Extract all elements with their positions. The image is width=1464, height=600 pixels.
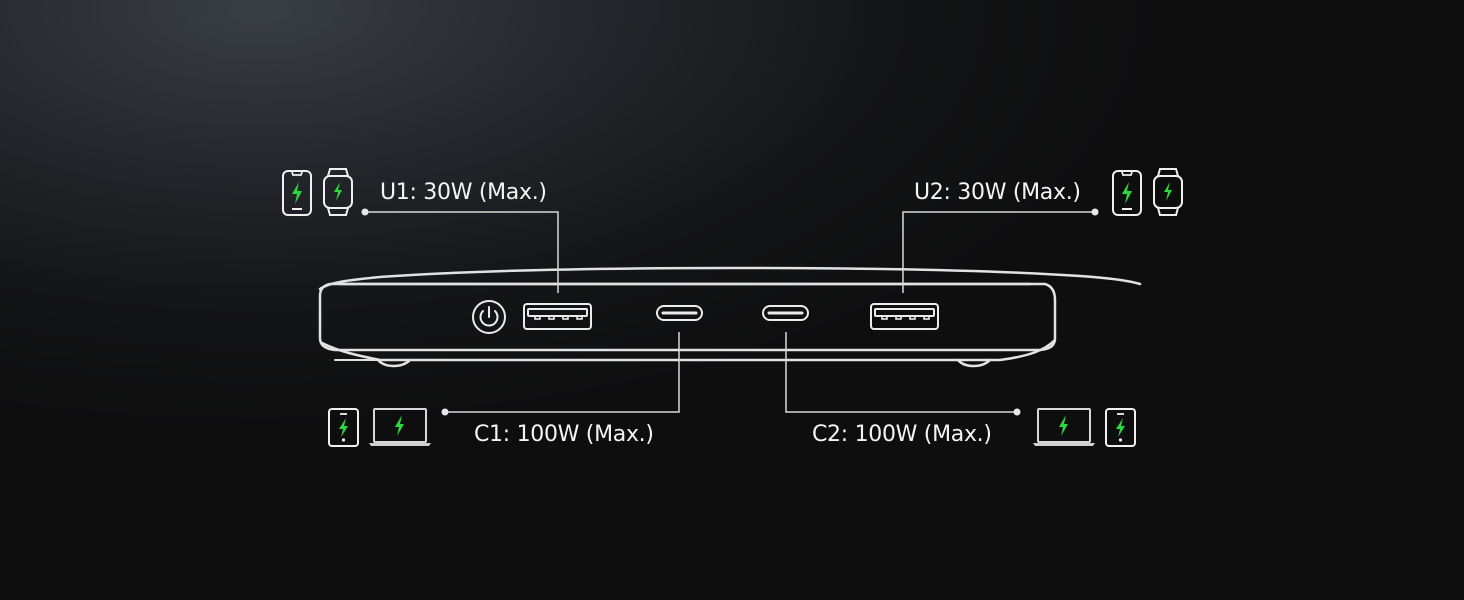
leader-dot-u2 xyxy=(1091,208,1099,216)
device-foot-left xyxy=(376,358,412,368)
smartwatch-icon xyxy=(323,168,353,216)
port-label-u2: U2: 30W (Max.) xyxy=(914,180,1081,205)
usb-a-port-u1 xyxy=(523,303,592,330)
leader-line-c1 xyxy=(445,332,680,413)
tablet-icon xyxy=(1105,408,1136,447)
power-icon[interactable] xyxy=(472,300,506,334)
leader-dot-u1 xyxy=(361,208,369,216)
laptop-icon xyxy=(369,408,431,446)
usb-a-port-u2 xyxy=(870,303,939,330)
laptop-icon xyxy=(1033,408,1095,446)
leader-line-u2 xyxy=(902,211,1095,293)
usb-c-port-c2 xyxy=(762,305,809,321)
tablet-icon xyxy=(328,408,359,447)
device-body xyxy=(318,282,1057,352)
port-label-c1: C1: 100W (Max.) xyxy=(474,422,654,447)
port-label-u1: U1: 30W (Max.) xyxy=(380,180,547,205)
device-foot-right xyxy=(956,358,992,368)
phone-icon xyxy=(1112,170,1142,216)
leader-dot-c2 xyxy=(1013,408,1021,416)
leader-line-c2 xyxy=(785,332,1017,413)
smartwatch-icon xyxy=(1153,168,1183,216)
leader-dot-c1 xyxy=(441,408,449,416)
device-top-edge xyxy=(318,266,1142,291)
usb-c-port-c1 xyxy=(656,305,703,321)
phone-icon xyxy=(282,170,312,216)
port-label-c2: C2: 100W (Max.) xyxy=(812,422,992,447)
leader-line-u1 xyxy=(365,211,559,293)
